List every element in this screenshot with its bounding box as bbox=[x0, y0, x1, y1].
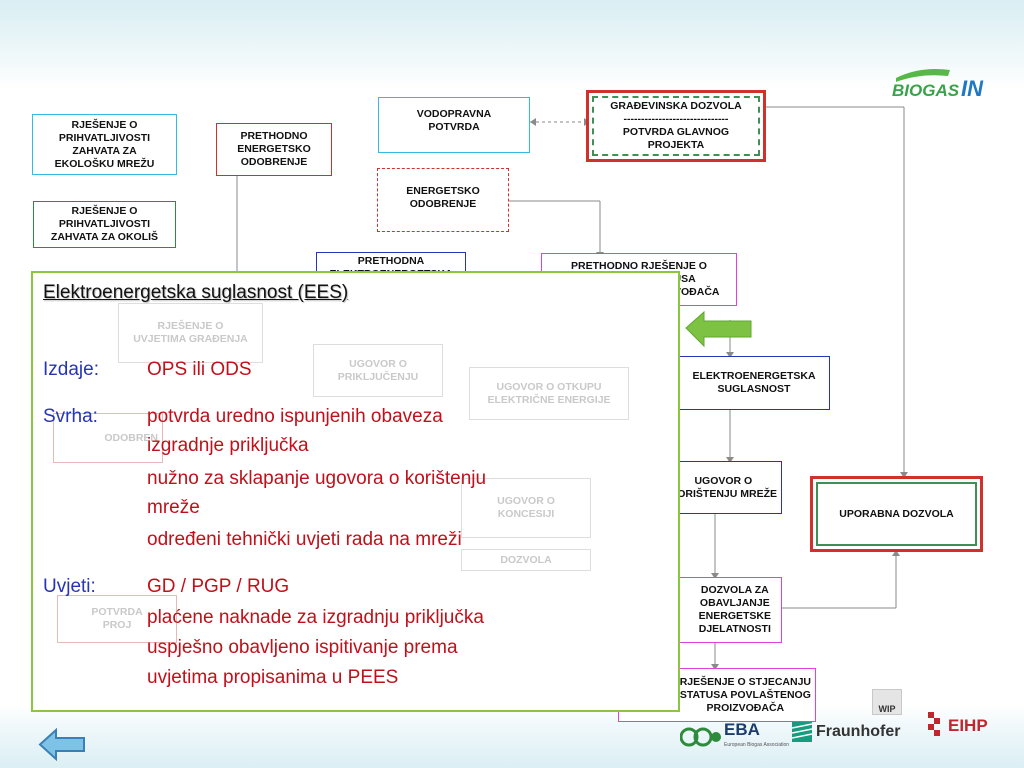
biogasin-logo: BIOGAS IN bbox=[890, 64, 990, 102]
box-rjesenje-okolis: RJEŠENJE O PRIHVATLJIVOSTI ZAHVATA ZA OK… bbox=[33, 201, 176, 248]
faded-box-ugovor-koncesiji: UGOVOR O KONCESIJI bbox=[461, 478, 591, 538]
svrha-line: izgradnje priključka bbox=[147, 435, 309, 456]
eba-leaf-icon bbox=[680, 727, 721, 747]
svrha-line: potvrda uredno ispunjenih obaveza bbox=[147, 406, 443, 427]
label-svrha: Svrha: bbox=[43, 406, 98, 427]
faded-box-potvrda-projekta: POTVRDA PROJ bbox=[57, 595, 177, 643]
uvjeti-line: uspješno obavljeno ispitivanje prema bbox=[147, 637, 458, 658]
footer-gradient bbox=[0, 705, 1024, 768]
svrha-line: određeni tehnički uvjeti rada na mreži bbox=[147, 529, 462, 550]
highlight-arrow-icon bbox=[685, 310, 752, 348]
box-uporabna-inner: UPORABNA DOZVOLA bbox=[816, 482, 977, 546]
box-prethodno-energetsko-odobrenje: PRETHODNO ENERGETSKO ODOBRENJE bbox=[216, 123, 332, 176]
logo-text-in: IN bbox=[961, 76, 984, 101]
uvjeti-line: uvjetima propisanima u PEES bbox=[147, 667, 399, 688]
box-gradjevinska-dozvola: GRAĐEVINSKA DOZVOLA --------------------… bbox=[586, 90, 766, 162]
box-energetsko-odobrenje: ENERGETSKO ODOBRENJE bbox=[377, 168, 509, 232]
svrha-line: mreže bbox=[147, 497, 200, 518]
eihp-mark-icon bbox=[928, 712, 940, 736]
wip-logo: WIP bbox=[872, 689, 902, 715]
label-izdaje: Izdaje: bbox=[43, 359, 99, 380]
panel-title: Elektroenergetska suglasnost (EES) bbox=[43, 282, 349, 303]
uvjeti-line: GD / PGP / RUG bbox=[147, 576, 290, 597]
value-izdaje: OPS ili ODS bbox=[147, 359, 252, 380]
fraunhofer-logo-text: Fraunhofer bbox=[816, 723, 901, 740]
ees-info-panel: RJEŠENJE O UVJETIMA GRAĐENJA UGOVOR O PR… bbox=[31, 271, 680, 712]
faded-box-rjesenje-uvjetima: RJEŠENJE O UVJETIMA GRAĐENJA bbox=[118, 303, 263, 363]
eihp-logo: EIHP bbox=[926, 708, 990, 742]
back-arrow-icon bbox=[38, 727, 85, 762]
eba-logo: EBA European Biogas Association bbox=[680, 720, 790, 760]
fraunhofer-mark-icon bbox=[792, 722, 812, 742]
back-arrow-button[interactable] bbox=[38, 727, 86, 762]
box-vodopravna-potvrda: VODOPRAVNA POTVRDA bbox=[378, 97, 530, 153]
box-gradjevinska-inner: GRAĐEVINSKA DOZVOLA --------------------… bbox=[592, 96, 760, 156]
box-uporabna-dozvola: UPORABNA DOZVOLA bbox=[810, 476, 983, 552]
header-gradient bbox=[0, 0, 1024, 90]
label-uvjeti: Uvjeti: bbox=[43, 576, 96, 597]
eba-logo-subtitle: European Biogas Association bbox=[724, 742, 790, 748]
logo-text-biogas: BIOGAS bbox=[892, 81, 960, 100]
eba-logo-text: EBA bbox=[724, 720, 760, 739]
box-rjesenje-ekoloska-mreza: RJEŠENJE O PRIHVATLJIVOSTI ZAHVATA ZA EK… bbox=[32, 114, 177, 175]
uvjeti-line: plaćene naknade za izgradnju priključka bbox=[147, 607, 484, 628]
faded-box-ugovor-prikljucenju: UGOVOR O PRIKLJUČENJU bbox=[313, 344, 443, 397]
faded-box-dozvola: DOZVOLA bbox=[461, 549, 591, 571]
eihp-logo-text: EIHP bbox=[948, 716, 988, 735]
wip-logo-text: WIP bbox=[878, 704, 896, 714]
faded-box-ugovor-otkupu: UGOVOR O OTKUPU ELEKTRIČNE ENERGIJE bbox=[469, 367, 629, 420]
box-ugovor-koristenju-mreze: UGOVOR O KORIŠTENJU MREŽE bbox=[660, 461, 782, 514]
box-elektroenergetska-suglasnost: ELEKTROENERGETSKA SUGLASNOST bbox=[678, 356, 830, 410]
faded-box-odobrenje: ODOBREN bbox=[53, 413, 163, 463]
svrha-line: nužno za sklapanje ugovora o korištenju bbox=[147, 468, 487, 489]
fraunhofer-logo: Fraunhofer bbox=[792, 720, 917, 746]
